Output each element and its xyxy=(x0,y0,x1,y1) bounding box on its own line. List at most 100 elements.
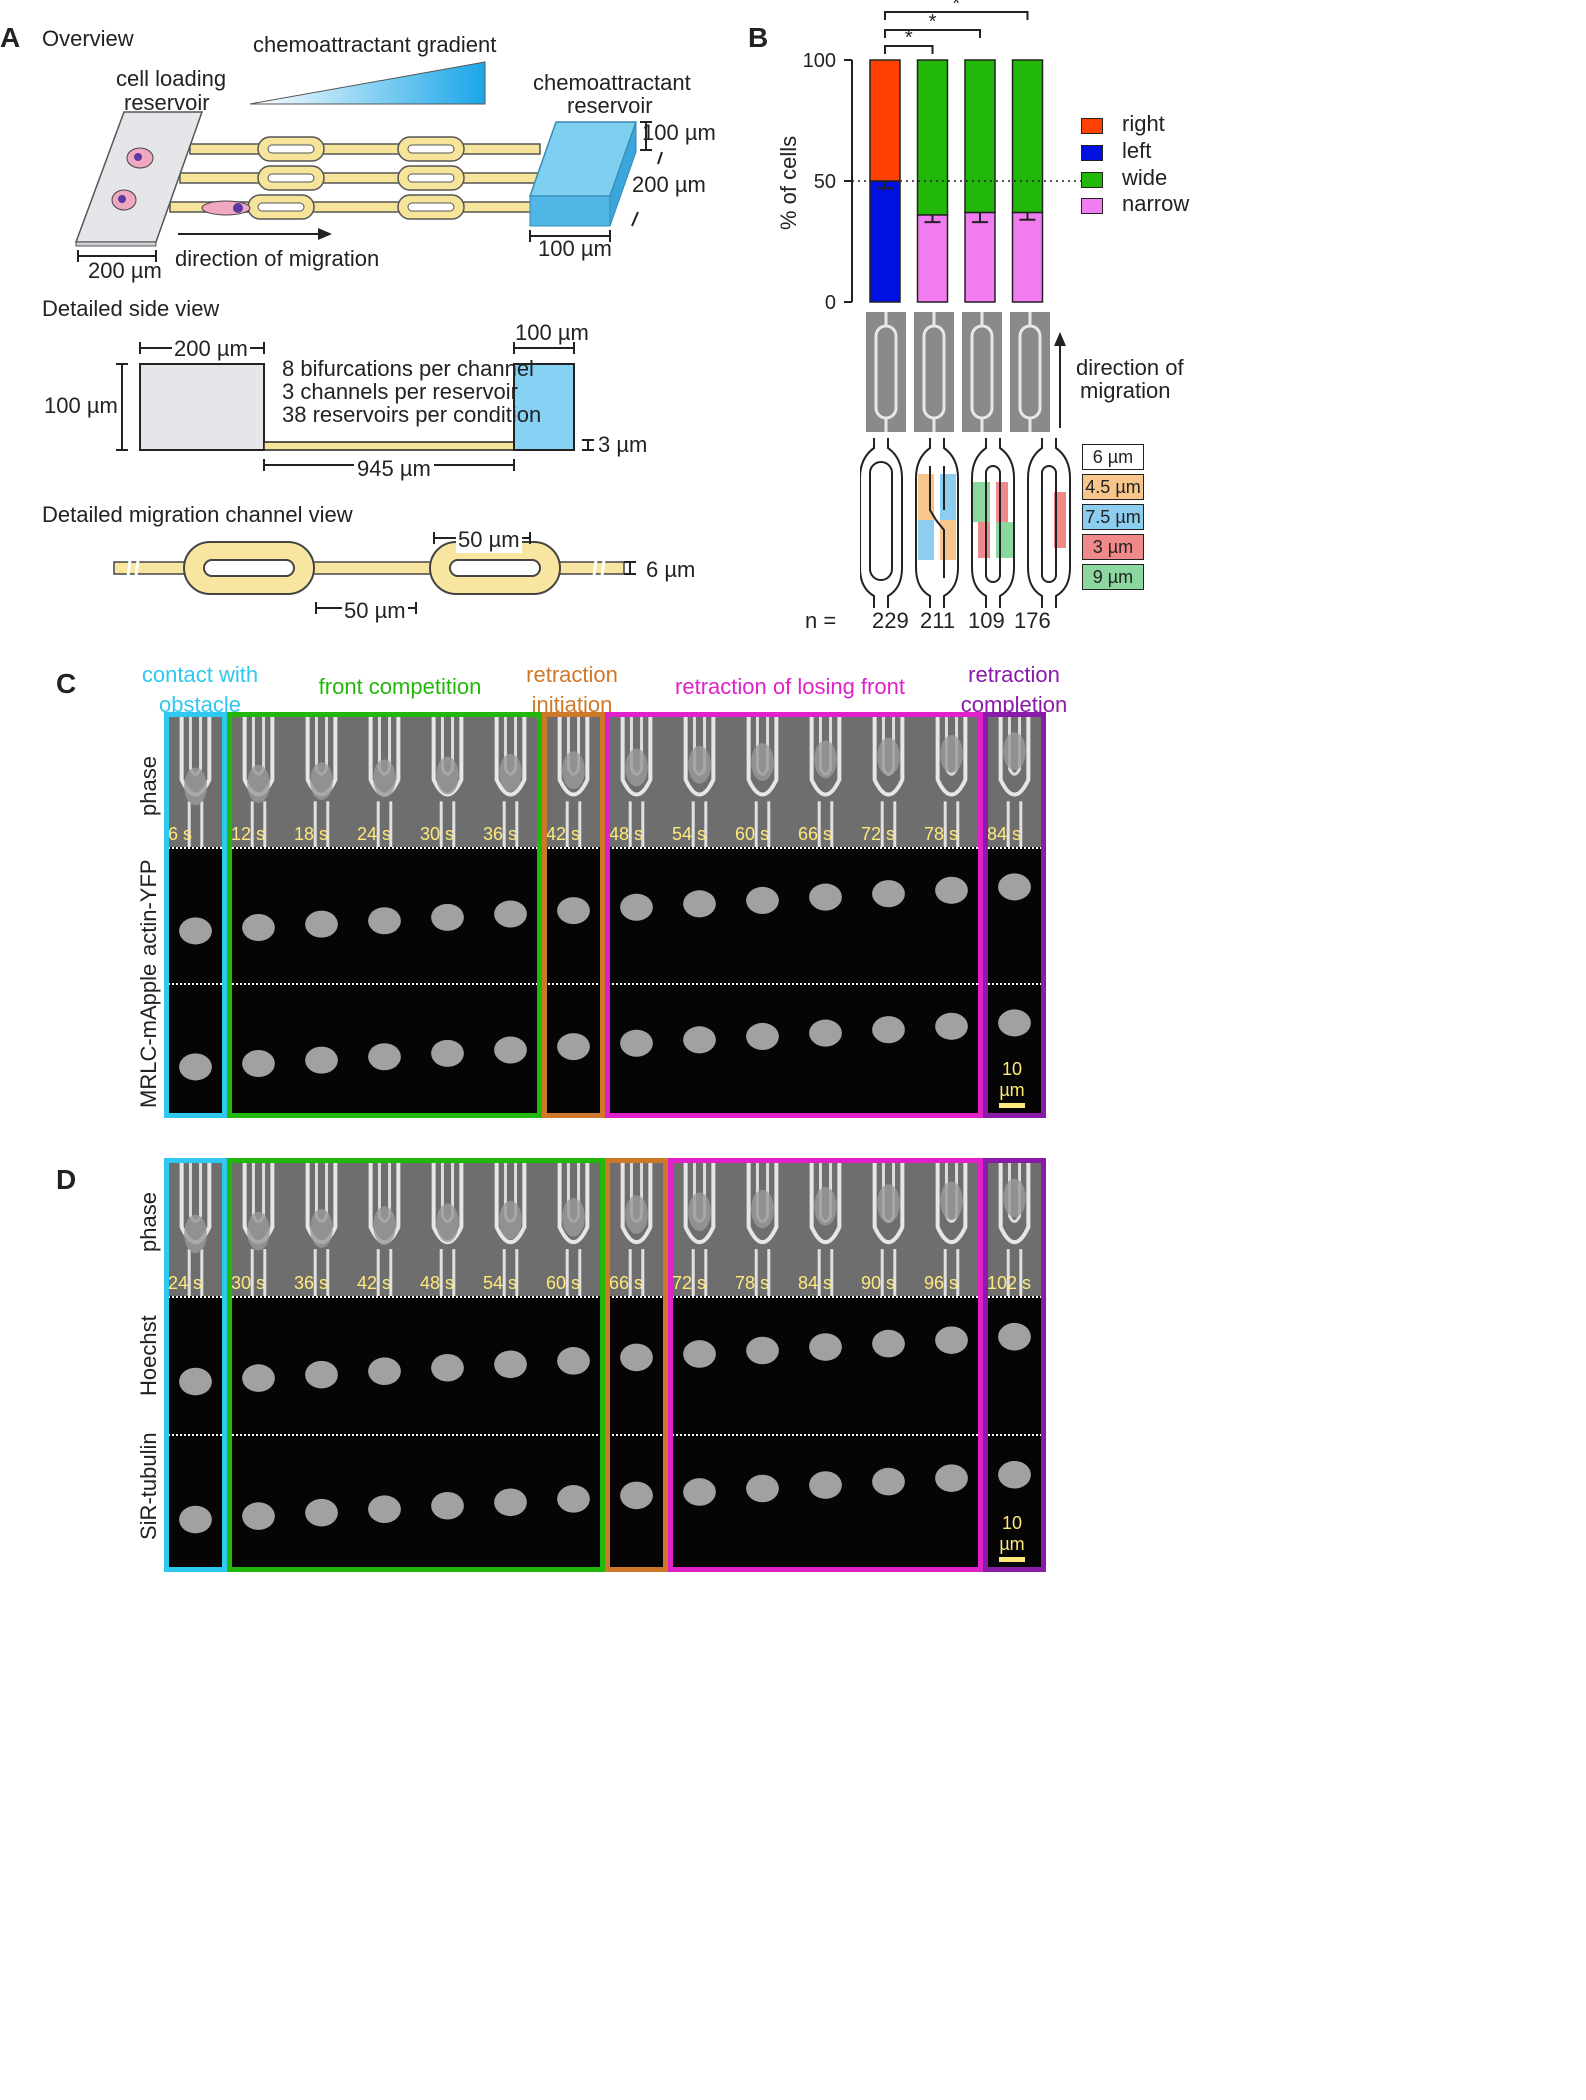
timestamp: 24 s xyxy=(357,824,392,845)
cell-signal xyxy=(746,1022,779,1050)
cell-signal xyxy=(620,1481,653,1510)
fluorescence-frame xyxy=(227,1434,290,1572)
timestamp: 54 s xyxy=(483,1273,518,1293)
phase-frame: 72 s xyxy=(668,1158,731,1296)
phase-frame: 78 s xyxy=(920,712,983,848)
fluorescence-frame xyxy=(416,1296,479,1434)
legend-swatch-left xyxy=(1081,145,1103,161)
phase-frame: 48 s xyxy=(416,1158,479,1296)
fluorescence-frame xyxy=(164,1296,227,1434)
timestamp: 72 s xyxy=(672,1273,707,1293)
side-loading-reservoir xyxy=(139,363,265,451)
channel-view-title: Detailed migration channel view xyxy=(42,502,353,527)
bifurcation-schematics xyxy=(860,438,1071,608)
channel-50-top: 50 µm xyxy=(456,527,522,553)
cell-signal xyxy=(305,1046,338,1074)
cell-signal xyxy=(305,910,338,939)
row-divider xyxy=(164,847,1046,850)
cell-signal xyxy=(620,1343,653,1372)
side-line-3: 38 reservoirs per condition xyxy=(282,402,542,427)
side-line-2: 3 channels per reservoir xyxy=(282,379,519,404)
phase-frame: 24 s xyxy=(353,712,416,848)
n-value-1: 229 xyxy=(872,608,909,633)
channel-fork-outline xyxy=(746,712,779,848)
fluorescence-frame xyxy=(479,982,542,1118)
cell-signal xyxy=(179,917,212,945)
channel-fork-outline xyxy=(620,712,653,848)
bar-narrow xyxy=(1011,211,1044,303)
side-200: 200 µm xyxy=(172,336,250,362)
legend-swatch-right xyxy=(1081,118,1103,134)
channel-fork-outline xyxy=(305,1158,338,1296)
stage-contact-line1: contact with xyxy=(141,662,259,687)
channel-fork-outline xyxy=(557,1158,590,1296)
fluorescence-frame xyxy=(605,982,668,1118)
cell-signal xyxy=(494,1350,527,1379)
row-label-phase-d: phase xyxy=(136,1192,161,1252)
fluorescence-frame xyxy=(290,982,353,1118)
panel-b-letter: B xyxy=(748,22,769,53)
stage-retraction-initiation-line1: retraction xyxy=(526,662,618,687)
phase-frame: 54 s xyxy=(479,1158,542,1296)
phase-frame: 54 s xyxy=(668,712,731,848)
fluorescence-frame xyxy=(353,1434,416,1572)
fluorescence-frame xyxy=(227,1296,290,1434)
side-100-left: 100 µm xyxy=(44,393,118,418)
bar-narrow xyxy=(916,214,949,303)
phase-frame: 24 s xyxy=(164,1158,227,1296)
y-tick-label: 0 xyxy=(825,292,836,310)
channel-fork-outline xyxy=(683,712,716,848)
fluorescence-frame xyxy=(731,982,794,1118)
cell-signal xyxy=(809,1019,842,1047)
fluorescence-frame xyxy=(668,1296,731,1434)
channel-fork-outline xyxy=(242,712,275,848)
direction-label-1: direction of xyxy=(1076,355,1184,380)
cell-loading-label-1: cell loading xyxy=(116,66,227,91)
timestamp: 42 s xyxy=(546,824,581,845)
cell-signal xyxy=(746,1474,779,1503)
channel-fork-outline xyxy=(494,1158,527,1296)
fluorescence-frame xyxy=(668,982,731,1118)
cell-signal xyxy=(179,1053,212,1081)
panel-d-timelapse: 24 s 30 s 36 s xyxy=(164,1158,1046,1572)
phase-frame: 48 s xyxy=(605,712,668,848)
cell-signal xyxy=(431,1353,464,1382)
fluorescence-frame xyxy=(164,982,227,1118)
channel-fork-outline xyxy=(431,712,464,848)
panel-c-letter: C xyxy=(56,668,77,699)
timestamp: 66 s xyxy=(798,824,833,845)
phase-frame: 30 s xyxy=(416,712,479,848)
cell-signal xyxy=(494,900,527,928)
fluorescence-frame xyxy=(227,982,290,1118)
row-label-hoechst: Hoechst xyxy=(136,1315,161,1396)
cell-signal xyxy=(431,1039,464,1067)
cell-signal xyxy=(683,890,716,918)
phase-frame: 18 s xyxy=(290,712,353,848)
cell-signal xyxy=(683,1478,716,1506)
stage-retraction-losing-front-line1: retraction of losing front xyxy=(675,674,905,699)
timestamp: 30 s xyxy=(231,1273,266,1293)
phase-frame: 12 s xyxy=(227,712,290,848)
fluorescence-frame xyxy=(353,982,416,1118)
fluorescence-frame xyxy=(983,1434,1046,1572)
chemo-reservoir-label-2: reservoir xyxy=(567,93,653,118)
phase-frame: 102 s xyxy=(983,1158,1046,1296)
channel-fork-outline xyxy=(683,1158,716,1296)
cell-signal xyxy=(179,1505,212,1534)
timestamp: 36 s xyxy=(483,824,518,845)
phase-frame: 90 s xyxy=(857,1158,920,1296)
timestamp: 90 s xyxy=(861,1273,896,1293)
significance-bracket xyxy=(884,45,934,54)
panel-a-letter: A xyxy=(0,22,21,53)
cell-signal xyxy=(431,904,464,932)
row-label-mrlc: MRLC-mApple xyxy=(136,963,161,1108)
fluorescence-frame xyxy=(920,847,983,983)
cell-signal xyxy=(998,873,1031,901)
fluorescence-frame xyxy=(668,847,731,983)
channel-fork-outline xyxy=(305,712,338,848)
stage-front-competition: front competition xyxy=(260,672,540,702)
cell-signal xyxy=(494,1036,527,1064)
fluorescence-frame xyxy=(983,982,1046,1118)
channel-fork-outline xyxy=(809,1158,842,1296)
